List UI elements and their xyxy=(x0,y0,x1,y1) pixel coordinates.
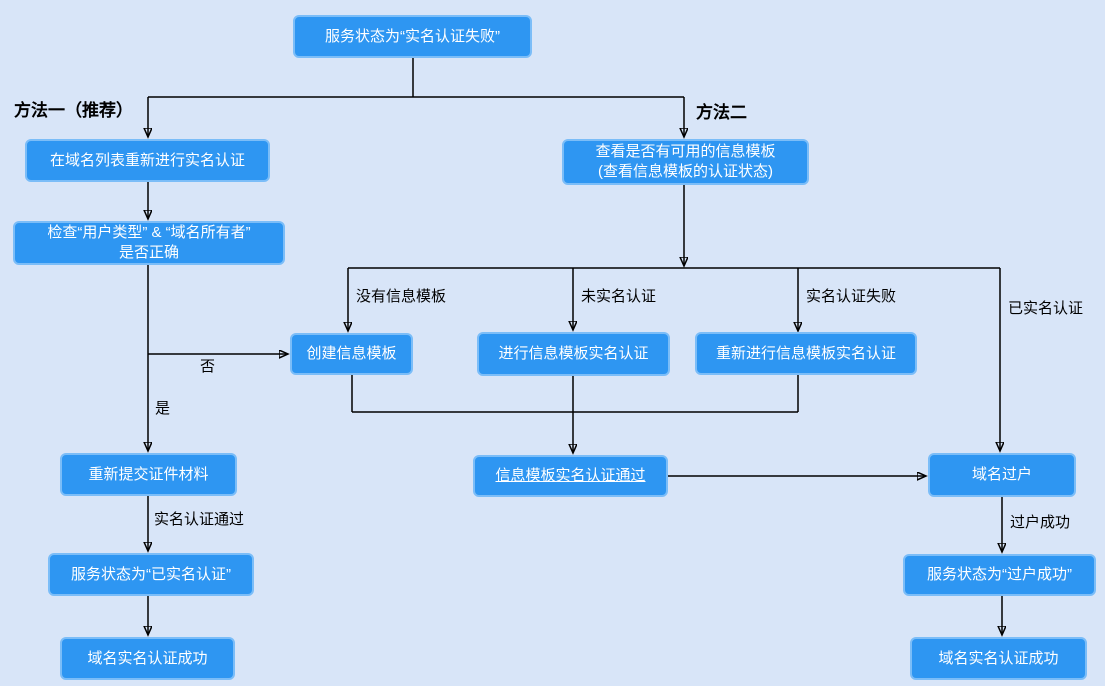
label-method2: 方法二 xyxy=(696,103,747,122)
node-template-verify: 进行信息模板实名认证 xyxy=(477,332,670,376)
node-reauth-in-domain-list: 在域名列表重新进行实名认证 xyxy=(25,139,270,182)
label-method1: 方法一（推荐） xyxy=(14,101,133,120)
node-view-templates: 查看是否有可用的信息模板 (查看信息模板的认证状态) xyxy=(562,139,809,185)
node-template-reverify: 重新进行信息模板实名认证 xyxy=(695,332,917,375)
node-domain-transfer: 域名过户 xyxy=(928,453,1076,497)
label-no: 否 xyxy=(200,358,216,375)
node-create-template: 创建信息模板 xyxy=(290,333,413,375)
node-domain-verify-success-left: 域名实名认证成功 xyxy=(60,637,235,680)
node-domain-verify-success-right: 域名实名认证成功 xyxy=(910,637,1087,680)
label-transfer-ok: 过户成功 xyxy=(1010,514,1071,531)
node-start-status: 服务状态为“实名认证失败” xyxy=(293,15,532,58)
label-verify-passed: 实名认证通过 xyxy=(154,511,245,528)
label-verified: 已实名认证 xyxy=(1008,300,1084,317)
label-not-verified: 未实名认证 xyxy=(581,288,657,305)
node-template-verify-passed-link[interactable]: 信息模板实名认证通过 xyxy=(473,455,668,497)
label-yes: 是 xyxy=(155,400,171,417)
node-check-user-type-owner: 检查“用户类型” & “域名所有者” 是否正确 xyxy=(13,221,285,265)
node-status-verified: 服务状态为“已实名认证” xyxy=(48,553,254,596)
node-status-transfer-success: 服务状态为“过户成功” xyxy=(903,554,1096,596)
label-no-template: 没有信息模板 xyxy=(356,288,447,305)
node-resubmit-documents: 重新提交证件材料 xyxy=(60,453,237,496)
label-verify-failed: 实名认证失败 xyxy=(806,288,897,305)
